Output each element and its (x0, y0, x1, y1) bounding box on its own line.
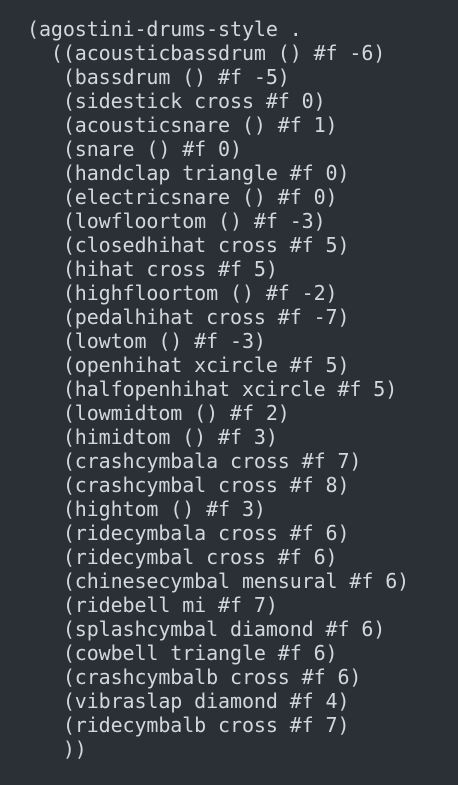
code-line: )) (27, 737, 87, 761)
code-line: (chinesecymbal mensural #f 6) (27, 569, 410, 593)
code-line: (hihat cross #f 5) (27, 257, 278, 281)
code-line: (acousticsnare () #f 1) (27, 113, 338, 137)
code-line: (closedhihat cross #f 5) (27, 233, 350, 257)
code-line: (splashcymbal diamond #f 6) (27, 617, 386, 641)
code-line: (bassdrum () #f -5) (27, 65, 290, 89)
code-line: (lowfloortom () #f -3) (27, 209, 326, 233)
code-line: (ridecymbala cross #f 6) (27, 521, 350, 545)
code-line: (pedalhihat cross #f -7) (27, 305, 350, 329)
code-line: ((acousticbassdrum () #f -6) (27, 41, 386, 65)
code-line: (vibraslap diamond #f 4) (27, 689, 350, 713)
code-line: (lowmidtom () #f 2) (27, 401, 290, 425)
code-line: (ridecymbal cross #f 6) (27, 545, 338, 569)
code-line: (snare () #f 0) (27, 137, 242, 161)
code-line: (crashcymbala cross #f 7) (27, 449, 362, 473)
code-line: (sidestick cross #f 0) (27, 89, 326, 113)
code-line: (agostini-drums-style . (27, 17, 302, 41)
code-line: (electricsnare () #f 0) (27, 185, 338, 209)
code-line: (openhihat xcircle #f 5) (27, 353, 350, 377)
code-line: (handclap triangle #f 0) (27, 161, 350, 185)
code-line: (crashcymbal cross #f 8) (27, 473, 350, 497)
code-line: (himidtom () #f 3) (27, 425, 278, 449)
code-line: (cowbell triangle #f 6) (27, 641, 338, 665)
code-line: (hightom () #f 3) (27, 497, 266, 521)
code-line: (halfopenhihat xcircle #f 5) (27, 377, 398, 401)
code-line: (lowtom () #f -3) (27, 329, 266, 353)
code-line: (ridebell mi #f 7) (27, 593, 278, 617)
code-line: (ridecymbalb cross #f 7) (27, 713, 350, 737)
code-line: (highfloortom () #f -2) (27, 281, 338, 305)
code-line: (crashcymbalb cross #f 6) (27, 665, 362, 689)
